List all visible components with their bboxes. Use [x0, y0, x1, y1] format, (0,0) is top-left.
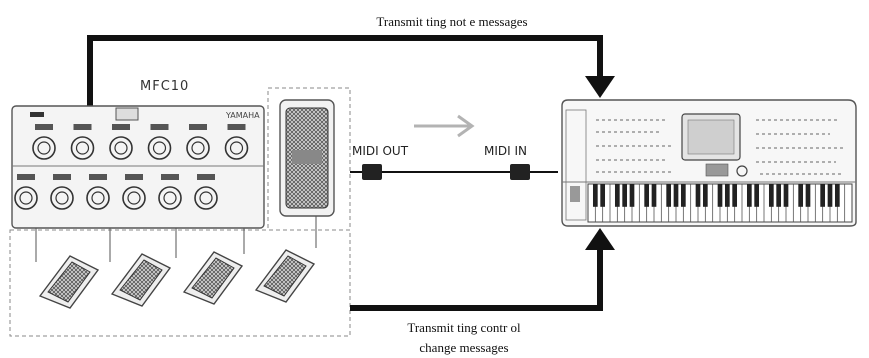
black-key [666, 184, 672, 207]
black-key [776, 184, 782, 207]
black-key [680, 184, 686, 207]
midi-out-plug [362, 164, 382, 180]
lower-switch-knob [50, 186, 74, 210]
upper-switch-knob [224, 136, 249, 160]
lower-switch-knob-inner [91, 191, 105, 205]
foot-pedal-tread [47, 261, 91, 303]
upper-switch-led [189, 124, 207, 130]
black-key [629, 184, 635, 207]
black-key [754, 184, 760, 207]
upper-switch-knob [186, 136, 210, 160]
lower-switch-knob-inner [127, 191, 141, 205]
control-change-arrowhead [585, 228, 615, 250]
black-key [695, 184, 701, 207]
upper-switch-led [227, 124, 246, 130]
foot-pedal-tread [119, 259, 163, 301]
caption-control-change-1: Transmit ting contr ol [407, 320, 521, 335]
lower-switch-row [14, 174, 218, 210]
caption-note-messages: Transmit ting not e messages [376, 14, 527, 29]
upper-switch-led [73, 124, 92, 130]
upper-switch-led [35, 124, 53, 130]
lower-switch-led [17, 174, 35, 180]
lower-switch-knob-inner [199, 191, 213, 205]
black-key [614, 184, 620, 207]
black-key [827, 184, 833, 207]
lower-switch-led [125, 174, 143, 180]
upper-switch-knob-inner [75, 141, 90, 155]
black-key [644, 184, 650, 207]
foot-pedal [110, 253, 172, 307]
black-key [600, 184, 606, 207]
black-key [732, 184, 738, 207]
black-key [622, 184, 628, 207]
foot-pedal [182, 251, 244, 305]
keyboard-keys [587, 183, 853, 223]
caption-control-change-2: change messages [419, 340, 508, 355]
note-message-arrowhead [585, 76, 615, 98]
data-flow-arrow [414, 114, 475, 138]
black-key [717, 184, 723, 207]
lower-switch-led [197, 174, 215, 180]
lower-switch-knob [86, 186, 110, 210]
pedal-dashed-outline [9, 229, 351, 337]
lower-switch-led [89, 174, 107, 180]
black-key [783, 184, 789, 207]
upper-switch-knob [147, 136, 172, 160]
midi-cable [350, 164, 558, 180]
upper-switch-knob-inner [229, 141, 244, 155]
upper-switch-led [112, 124, 130, 130]
mfc10-controller: MFC10 YAMAHA [11, 79, 351, 231]
lower-switch-knob-inner [55, 191, 69, 205]
foot-pedal [254, 249, 316, 303]
controller-brand-mark [30, 112, 44, 117]
foot-pedal [38, 255, 100, 309]
upper-switch-row [32, 124, 249, 160]
upper-switch-knob-inner [114, 141, 128, 155]
black-key [724, 184, 730, 207]
lower-switch-knob-inner [19, 191, 33, 205]
black-key [592, 184, 598, 207]
pedal-cables [35, 216, 317, 262]
black-key [651, 184, 657, 207]
upper-switch-knob-inner [152, 141, 167, 155]
lower-switch-knob [158, 186, 182, 210]
upper-switch-knob-inner [191, 141, 205, 155]
black-key [702, 184, 708, 207]
midi-out-label: MIDI OUT [352, 144, 409, 158]
foot-pedal-group [38, 249, 316, 309]
controller-display [115, 107, 139, 121]
foot-pedal-tread [263, 255, 307, 297]
controller-brand-mini: YAMAHA [225, 111, 260, 120]
foot-pedal-tread [191, 257, 235, 299]
upper-switch-knob [70, 136, 95, 160]
black-key [805, 184, 811, 207]
control-change-path [350, 228, 615, 311]
midi-in-plug [510, 164, 530, 180]
upper-switch-led [150, 124, 169, 130]
lower-switch-knob [14, 186, 38, 210]
black-key [673, 184, 679, 207]
lower-switch-led [53, 174, 71, 180]
lower-switch-led [161, 174, 179, 180]
controller-model-label: MFC10 [140, 79, 189, 94]
lower-switch-knob-inner [163, 191, 177, 205]
upper-switch-knob-inner [37, 141, 51, 155]
expression-pedal [279, 99, 335, 217]
black-key [834, 184, 840, 207]
black-key [746, 184, 752, 207]
black-key [820, 184, 826, 207]
note-message-path [87, 35, 615, 116]
upper-switch-knob [32, 136, 56, 160]
black-key [768, 184, 774, 207]
lower-switch-knob [194, 186, 218, 210]
lower-switch-knob [122, 186, 146, 210]
black-key [798, 184, 804, 207]
keyboard-instrument [561, 99, 857, 227]
upper-switch-knob [109, 136, 133, 160]
midi-in-label: MIDI IN [484, 144, 527, 158]
